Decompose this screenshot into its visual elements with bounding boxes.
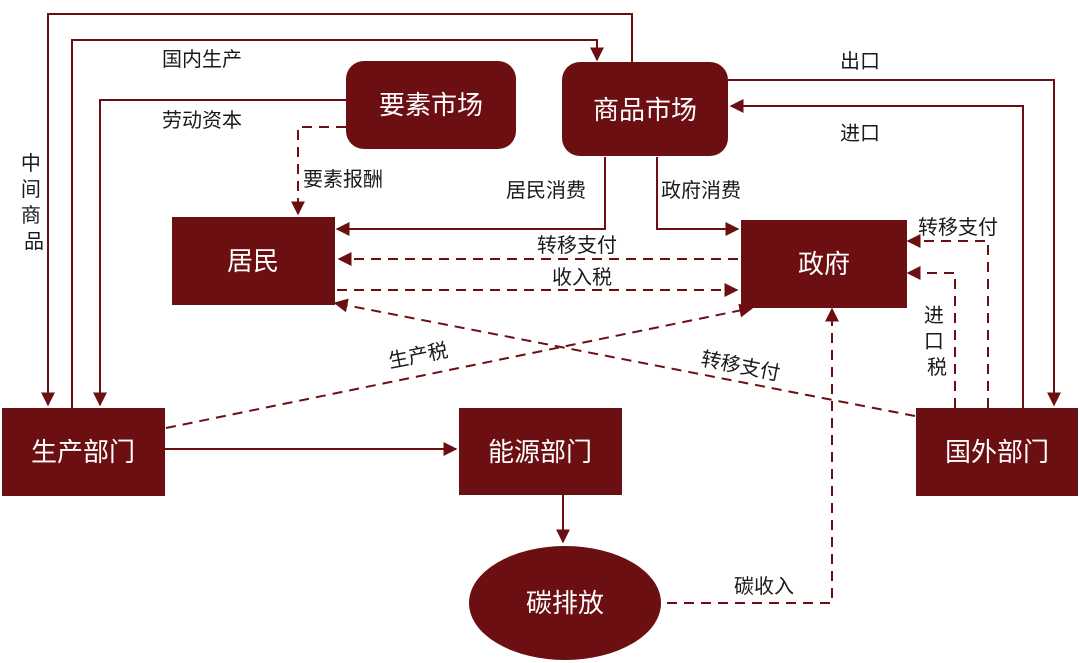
arrow-household-consumption — [335, 157, 606, 236]
arrow-import — [729, 99, 1024, 408]
production-tax-label: 生产税 — [386, 338, 449, 373]
export-label: 出口 — [840, 49, 880, 73]
arrow-production-tax — [165, 303, 754, 429]
goods-market-node: 商品市场 — [562, 62, 728, 156]
arrow-export — [728, 79, 1061, 407]
government-label: 政府 — [798, 250, 850, 280]
transfer-gov-to-hh-label: 转移支付 — [537, 233, 617, 257]
arrow-carbon-revenue — [650, 307, 839, 604]
domestic-production-label: 国内生产 — [162, 47, 242, 71]
foreign-node: 国外部门 — [916, 408, 1078, 496]
arrow-domestic-production — [71, 39, 604, 408]
factor-market-label: 要素市场 — [379, 91, 483, 121]
arrow-factor-payment — [291, 126, 346, 216]
import-tax-label: 进 口 税 — [924, 303, 950, 379]
arrow-transfer-foreign-to-gov — [906, 234, 989, 408]
energy-node: 能源部门 — [459, 408, 622, 495]
arrow-government-consumption — [656, 157, 740, 236]
government-consumption-label: 政府消费 — [661, 178, 741, 202]
carbon-node: 碳排放 — [469, 546, 661, 660]
production-node: 生产部门 — [2, 408, 165, 496]
households-label: 居民 — [227, 247, 279, 277]
intermediate-goods-label: 中 间 商 品 — [21, 151, 47, 253]
goods-market-label: 商品市场 — [593, 96, 697, 126]
arrow-intermediate-goods — [41, 13, 633, 407]
energy-label: 能源部门 — [488, 438, 592, 468]
income-tax-label: 收入税 — [552, 265, 612, 289]
import-label: 进口 — [840, 121, 880, 145]
foreign-label: 国外部门 — [945, 438, 1049, 468]
production-label: 生产部门 — [31, 438, 135, 468]
households-node: 居民 — [172, 217, 335, 305]
arrow-transfer-foreign-to-hh — [333, 298, 916, 417]
carbon-label: 碳排放 — [526, 589, 604, 619]
factor-market-node: 要素市场 — [346, 61, 516, 149]
transfer-foreign-to-gov-label: 转移支付 — [918, 215, 998, 239]
arrow-labor-capital — [93, 99, 346, 407]
government-node: 政府 — [741, 220, 907, 308]
carbon-revenue-label: 碳收入 — [734, 574, 794, 598]
labor-capital-label: 劳动资本 — [162, 108, 242, 132]
household-consumption-label: 居民消费 — [506, 178, 586, 202]
transfer-foreign-to-hh-label: 转移支付 — [699, 346, 782, 385]
factor-payment-label: 要素报酬 — [303, 167, 383, 191]
